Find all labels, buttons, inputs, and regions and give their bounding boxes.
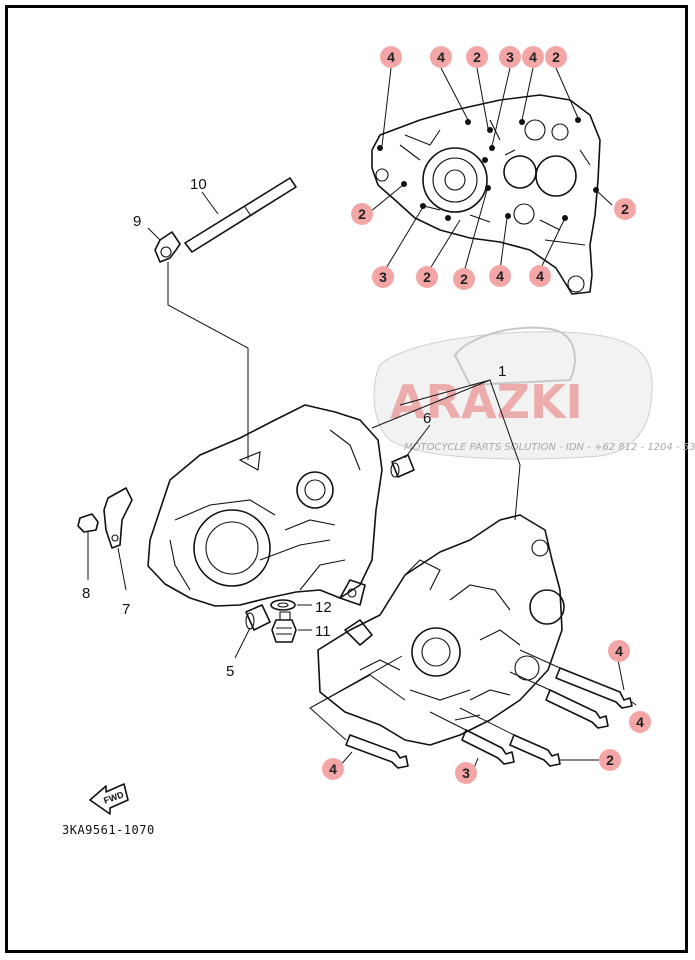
tag-circle bbox=[416, 266, 438, 288]
watermark: ARAZKI MOTOCYCLE PARTS SOLUTION - IDN - … bbox=[373, 326, 695, 460]
tag-circle bbox=[466, 46, 488, 68]
tag-circle bbox=[372, 266, 394, 288]
tag-circle bbox=[614, 198, 636, 220]
callout-9: 9 bbox=[133, 213, 141, 230]
tag-label: 2 bbox=[606, 752, 614, 768]
tag-circle bbox=[380, 46, 402, 68]
callout-5: 5 bbox=[226, 663, 234, 680]
tag-circle bbox=[430, 46, 452, 68]
reference-bolt-tags: 4 4 2 3 4 2 2 2 3 2 2 4 4 bbox=[351, 46, 636, 290]
tag-circle bbox=[599, 749, 621, 771]
tag-label: 2 bbox=[460, 271, 468, 287]
tag-circle bbox=[522, 46, 544, 68]
tag-label: 3 bbox=[379, 269, 387, 285]
tag-circle bbox=[529, 265, 551, 287]
callout-12: 12 bbox=[315, 599, 332, 616]
callout-6: 6 bbox=[423, 410, 431, 427]
tag-label: 2 bbox=[552, 49, 560, 65]
crankcase-left-half bbox=[147, 404, 383, 607]
tag-label: 4 bbox=[636, 714, 644, 730]
watermark-piston-icon bbox=[453, 326, 576, 387]
tag-label: 2 bbox=[621, 201, 629, 217]
diagram-border bbox=[5, 5, 688, 953]
tag-label: 4 bbox=[329, 761, 337, 777]
callout-8: 8 bbox=[82, 585, 90, 602]
drawing-code: 3KA9561-1070 bbox=[62, 823, 155, 837]
tag-circle bbox=[322, 758, 344, 780]
gasket-12 bbox=[270, 599, 312, 611]
callout-1: 1 bbox=[498, 363, 506, 380]
tag-circle bbox=[489, 265, 511, 287]
tag-label: 3 bbox=[506, 49, 514, 65]
tag-label: 4 bbox=[496, 268, 504, 284]
tag-label: 2 bbox=[358, 206, 366, 222]
tag-label: 2 bbox=[423, 269, 431, 285]
tag-label: 3 bbox=[462, 765, 470, 781]
reference-crankcase-view bbox=[369, 67, 613, 295]
fwd-arrow-icon: FWD bbox=[89, 783, 129, 815]
tag-circle bbox=[455, 762, 477, 784]
tag-circle bbox=[629, 711, 651, 733]
tag-circle bbox=[545, 46, 567, 68]
tag-label: 4 bbox=[387, 49, 395, 65]
tag-circle bbox=[499, 46, 521, 68]
callout-7: 7 bbox=[122, 601, 130, 618]
lower-bolts bbox=[309, 649, 637, 769]
tag-circle bbox=[608, 640, 630, 662]
tag-label: 4 bbox=[615, 643, 623, 659]
callout-11: 11 bbox=[315, 623, 331, 640]
watermark-shape bbox=[373, 331, 653, 460]
dowel-pin-6 bbox=[390, 424, 431, 478]
tag-label: 4 bbox=[529, 49, 537, 65]
bolt-8 bbox=[77, 513, 99, 580]
tag-label: 2 bbox=[473, 49, 481, 65]
bracket-7 bbox=[103, 487, 133, 591]
tag-label: 4 bbox=[536, 268, 544, 284]
dowel-pin-5 bbox=[234, 604, 271, 659]
lower-bolt-tags: 4 4 2 3 4 bbox=[322, 640, 651, 784]
breather-pipe-assembly bbox=[147, 177, 297, 460]
watermark-brand: ARAZKI bbox=[390, 375, 583, 429]
callout-1-leader bbox=[371, 379, 521, 521]
callout-10: 10 bbox=[190, 176, 207, 193]
crankcase-right-half bbox=[317, 514, 565, 746]
tag-label: 4 bbox=[437, 49, 445, 65]
tag-circle bbox=[453, 268, 475, 290]
tag-circle bbox=[351, 203, 373, 225]
watermark-tagline: MOTOCYCLE PARTS SOLUTION - IDN - +62 812… bbox=[404, 442, 695, 453]
drain-plug-11 bbox=[271, 611, 312, 643]
